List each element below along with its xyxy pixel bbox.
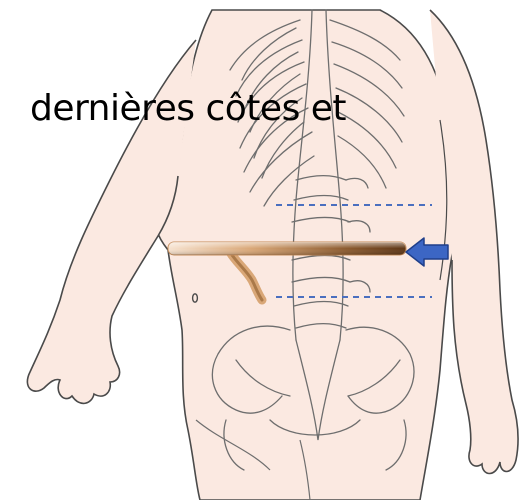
caption-text: dernières côtes et <box>30 89 346 129</box>
tape-band-shine <box>168 242 406 255</box>
